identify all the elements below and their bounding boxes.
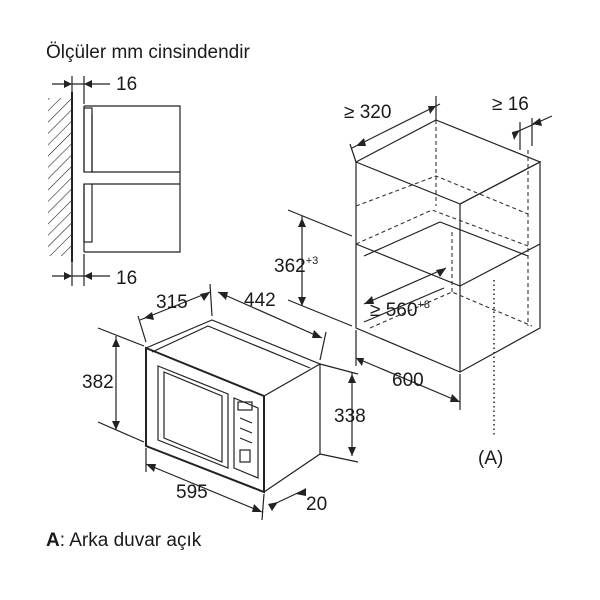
arrow-bot16b — [84, 272, 92, 280]
arrow-315a — [144, 312, 154, 320]
microwave-display — [237, 401, 253, 411]
side-view: 16 16 — [48, 74, 181, 289]
label-oven-depth-a: 315 — [156, 292, 188, 313]
arrow-16ra — [512, 130, 520, 140]
dim-line-320 — [351, 103, 441, 149]
ext-line-338a — [319, 363, 359, 375]
legend-key: A — [46, 530, 60, 551]
microwave-top — [145, 319, 322, 397]
arrow-382b — [112, 421, 120, 430]
microwave-knob — [239, 449, 251, 463]
label-niche-side: ≥ 16 — [492, 94, 529, 115]
arrow-600b — [450, 394, 460, 402]
ext-line-315a — [137, 315, 147, 343]
niche-shelf — [363, 221, 529, 257]
arrow-bot16a — [64, 272, 72, 280]
ext-line-362a — [287, 209, 353, 237]
arrow-20b — [296, 488, 306, 496]
legend: A: Arka duvar açık — [46, 530, 201, 552]
label-niche-width: ≥ 560+8 — [370, 299, 430, 321]
arrow-338b — [348, 447, 356, 456]
microwave-side — [263, 364, 321, 493]
label-oven-height: 382 — [82, 372, 114, 393]
microwave: 315 442 382 338 595 20 — [82, 283, 366, 521]
arrow-600a — [356, 358, 364, 366]
arrow-20a — [268, 502, 278, 511]
legend-text: : Arka duvar açık — [59, 530, 202, 551]
arrow-362a — [298, 218, 306, 227]
arrow-560b — [436, 268, 446, 277]
arrow-320b — [428, 106, 436, 114]
label-oven-depth-b: 442 — [244, 290, 276, 311]
dim-line-595 — [145, 463, 263, 513]
appliance-side-outline — [84, 105, 181, 253]
niche-side — [459, 244, 541, 373]
cabinet-niche: ≥ 320 ≥ 16 362+3 ≥ 560+8 600 (A) — [274, 94, 553, 469]
microwave-control-panel — [233, 397, 259, 479]
dim-line-600 — [355, 357, 461, 403]
ext-line-362b — [287, 299, 353, 327]
ext-line-595b — [261, 493, 265, 521]
arrow-top16b — [84, 80, 92, 88]
appliance-inner-top — [91, 114, 180, 173]
ext-line-382b — [97, 421, 145, 443]
microwave-window-inner — [163, 371, 223, 463]
microwave-window — [157, 365, 229, 469]
appliance-rail-top — [83, 107, 93, 173]
label-oven-inner-height: 338 — [334, 406, 366, 427]
label-oven-front: 20 — [306, 494, 327, 515]
label-side-bottom: 16 — [116, 268, 137, 289]
ext-line-320a — [349, 143, 357, 163]
arrow-16rb — [532, 118, 542, 126]
label-side-top: 16 — [116, 74, 137, 95]
ext-line-442 — [319, 331, 327, 361]
microwave-button-line-3 — [239, 437, 253, 444]
arrow-560a — [364, 296, 374, 304]
ext-line-315b — [209, 283, 213, 317]
niche-floor-inner — [363, 287, 445, 323]
arrow-top16a — [64, 80, 72, 88]
label-cabinet-width: 600 — [392, 370, 424, 391]
label-niche-depth: ≥ 320 — [344, 102, 391, 123]
appliance-rail-bottom — [83, 183, 93, 243]
microwave-frame-top — [151, 325, 311, 369]
wall-hatch — [48, 98, 72, 256]
arrow-442a — [218, 292, 228, 300]
ext-line-382a — [97, 327, 145, 347]
hidden-floor — [369, 291, 533, 329]
microwave-button-line-1 — [239, 417, 253, 424]
arrow-362b — [298, 297, 306, 306]
label-oven-width: 595 — [176, 482, 208, 503]
dim-line-560 — [363, 267, 447, 305]
arrow-338a — [348, 374, 356, 383]
arrow-595b — [252, 504, 262, 512]
dim-line-442 — [217, 291, 323, 339]
arrow-382a — [112, 338, 120, 347]
hidden-back-mid — [355, 175, 529, 215]
arrow-320a — [356, 138, 366, 146]
upper-block-side — [459, 161, 541, 287]
niche-front — [355, 244, 461, 373]
diagram-title: Ölçüler mm cinsindendir — [46, 42, 250, 63]
hidden-diag — [355, 209, 529, 247]
label-height-362: 362+3 — [274, 255, 318, 277]
microwave-button-line-2 — [239, 427, 253, 434]
arrow-315b — [200, 292, 210, 301]
arrow-442b — [312, 330, 322, 338]
arrow-595a — [146, 464, 156, 472]
label-rear-open: (A) — [478, 448, 503, 469]
ext-line-338b — [319, 453, 359, 463]
